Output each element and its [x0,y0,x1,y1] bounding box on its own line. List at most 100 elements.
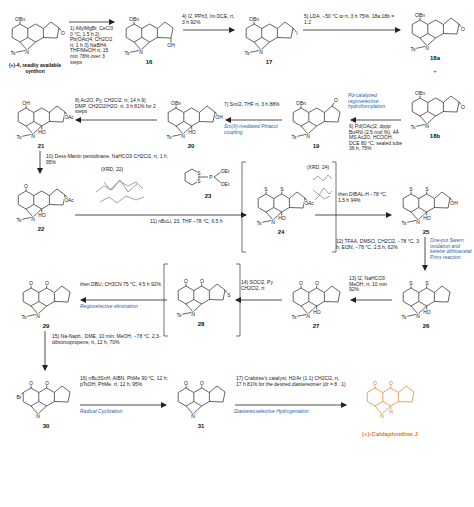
reaction-arrow [75,215,246,216]
reaction-arrow [235,405,346,406]
ring-skeleton [367,386,414,414]
reagent-text: 7) SmI2, THF rt, 3 h 88% [224,102,284,108]
atom-label: O [29,281,33,286]
compound-node: 22 [8,175,74,233]
atom-label: OH [22,101,30,106]
reaction-arrow [226,120,282,121]
atom-label: N [31,217,35,222]
reagent-text: 16) nBu3SnH, AIBN, PhMe 90 °C, 12 h; pTs… [80,376,168,387]
ring-skeleton [293,286,340,314]
reagent-text: 14) SOCl2, Py CH2Cl2, rt [241,280,283,291]
reagent-text: 10) Dess-Martin periodinane, NaHCO3 CH2C… [46,154,171,165]
compound-node: 18b [402,82,468,140]
atom-label: N [36,314,40,319]
compound-number: 20 [158,143,224,150]
atom-label: OBn [415,13,426,18]
reaction-arrow [425,237,426,270]
reaction-arrow [76,120,157,121]
reagent-text: 17) Crabtree's catalyst, H2/Ar (1:1) CH2… [236,376,346,387]
highlight-note: One-pot Swern oxidation and ketene dithi… [430,238,472,260]
reaction-arrow [81,300,167,301]
reagent-text: 5) LDA, −50 °C to rt, 3 h 75%, 18a:18b =… [304,14,402,25]
atom-label: S [280,187,284,192]
atom-label: N [31,134,35,139]
reagent-text: 11) nBuLi, 23, THF −78 °C, 6.5 h [150,219,242,225]
reaction-arrow [351,120,401,121]
atom-label: N [416,314,420,319]
atom-label: HO [423,310,431,315]
ring-skeleton [178,386,225,414]
label-text: P [209,175,213,180]
ring-skeleton [23,386,70,414]
atom-label: OBn [415,91,426,96]
reaction-arrow [45,331,46,370]
atom-label: O [373,381,377,386]
compound-number: (+)-4, readily available synthon [2,63,68,74]
atom-label: O [461,105,465,110]
compound-node: 21 [8,92,74,150]
atom-label: N [425,46,429,51]
ring-skeleton [412,18,459,46]
atom-label: HO [423,216,431,221]
compound-node: (+)-4, readily available synthon [2,8,68,74]
atom-label: OAc [64,115,74,120]
atom-label: HO [313,310,321,315]
atom-label: Ts [291,135,297,140]
atom-label: N [25,50,29,55]
compound-number: 19 [283,143,349,150]
reaction-arrow [303,30,400,31]
compound-node: 17 [236,8,302,66]
reagent-text: then DIBAL-H −78 °C, 1.5 h 94% [338,192,394,203]
atom-label: Ts [176,313,182,318]
compound-number: 18b [402,133,468,140]
label-text: (XRD, 22) [101,167,124,172]
atom-label: O [24,184,28,189]
xrd-sketch [313,175,332,200]
atom-label: N [306,134,310,139]
atom-label: OH [450,201,458,206]
atom-label: I [296,31,298,36]
atom-label: O [29,381,33,386]
highlight-note: Sm(II)-mediated Pinacol coupling [224,124,286,135]
label-text: OEt [220,182,229,187]
atom-label: OH [215,115,223,120]
atom-label: O [461,27,465,32]
atom-label: OBn [296,101,307,106]
atom-label: Ts [10,51,16,56]
atom-label: Ts [401,315,407,320]
atom-label: N [271,220,275,225]
atom-label: O [389,381,393,386]
highlight-note: Pd-catalyzed regioselective hydroformyla… [348,93,404,110]
reagent-text: 8) Ac2O, Py, CH2Cl2, rt, 14 h 9) DMP, CH… [75,98,157,115]
atom-label: S [425,281,429,286]
compound-number: 22 [8,226,74,233]
atom-label: Ts [16,135,22,140]
label-text: OEt [220,169,229,174]
highlight-note: Regioselective elimination [80,304,168,310]
reaction-arrow [236,300,282,301]
atom-label: N [306,314,310,319]
reaction-arrow [40,151,41,173]
ring-skeleton [293,106,340,134]
atom-label: O [45,381,49,386]
atom-label: Ts [401,221,407,226]
atom-label: OBn [129,17,140,22]
reaction-arrow [315,215,391,216]
label-text: S [197,179,201,184]
atom-label: Br [16,395,22,400]
atom-label: Ts [244,51,250,56]
highlight-note: Radical Cyclization [80,409,168,415]
atom-label: OAc [64,198,74,203]
atom-label: HO [38,130,46,135]
ring-skeleton [412,96,459,124]
compound-node: 20 [158,92,224,150]
ring-skeleton [246,22,293,50]
reagent-text: 13) I2, NaHCO3 MeOH, rt, 10 min 92% [349,276,393,293]
ring-skeleton [18,106,65,134]
compound-number: 23 [178,193,238,200]
compound-number: 31 [168,423,234,430]
atom-label: H [389,410,393,415]
compound-node: 18a [402,4,468,62]
compound-number: 18a [402,55,468,62]
